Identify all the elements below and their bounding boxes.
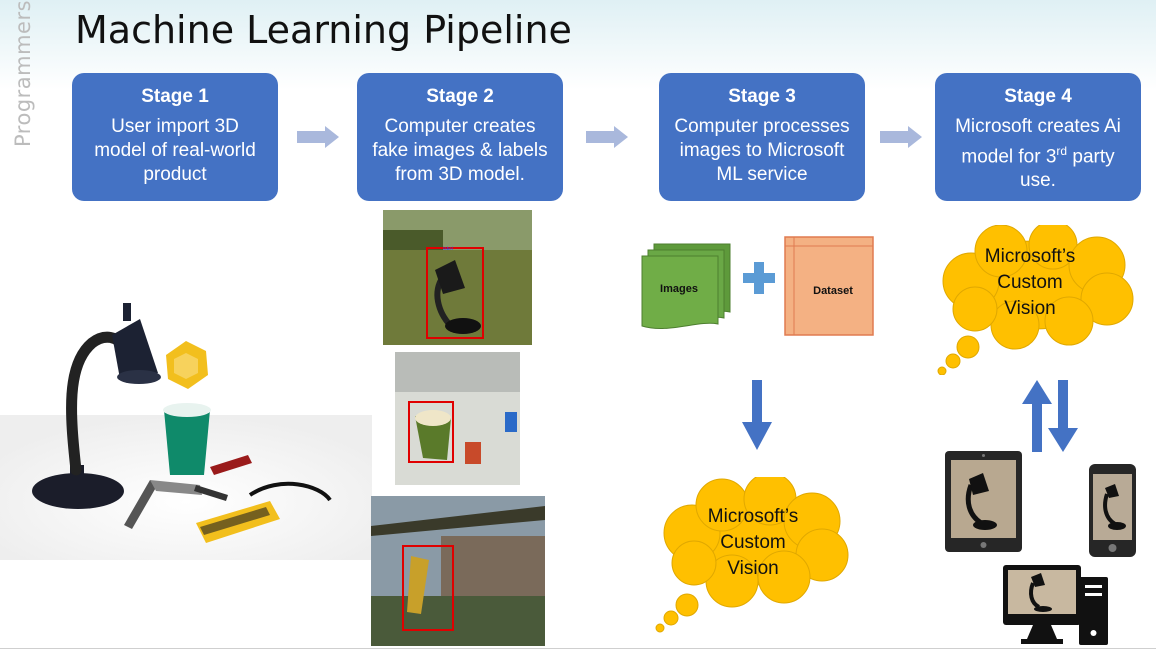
page-title: Machine Learning Pipeline [75, 8, 572, 52]
stage-4-description: Microsoft creates Ai model for 3rd party… [955, 116, 1121, 192]
arrow-down-icon [742, 380, 772, 450]
stage-4-label: Stage 4 [1004, 86, 1072, 107]
stage-4-box: Stage 4 Microsoft creates Ai model for 3… [935, 73, 1141, 201]
phone-icon [1089, 464, 1136, 557]
stage-2-label: Stage 2 [426, 86, 494, 107]
arrow-up-down-icon [1022, 380, 1078, 452]
desktop-computer-icon [1003, 565, 1108, 645]
cloud-stage3 [655, 477, 849, 633]
arrow-right-icon [297, 126, 339, 148]
side-label: Programmers [11, 0, 35, 147]
cloud-stage4 [937, 225, 1134, 375]
plus-icon [743, 262, 775, 294]
bottom-divider [0, 648, 1156, 649]
product-render-image [0, 303, 372, 560]
dataset-document-icon [784, 236, 874, 336]
images-doc-label: Images [660, 283, 698, 295]
dataset-doc-label: Dataset [813, 285, 853, 297]
tablet-icon [945, 451, 1022, 552]
arrow-right-icon [880, 126, 922, 148]
synthetic-image-2 [395, 352, 520, 485]
stage-1-label: Stage 1 [141, 86, 209, 107]
arrow-right-icon [586, 126, 628, 148]
svg-text:label: label [443, 246, 453, 251]
stage-3-label: Stage 3 [728, 86, 796, 107]
synthetic-image-3 [371, 496, 545, 646]
synthetic-image-1: label [383, 210, 532, 345]
images-documents-icon [641, 243, 731, 330]
